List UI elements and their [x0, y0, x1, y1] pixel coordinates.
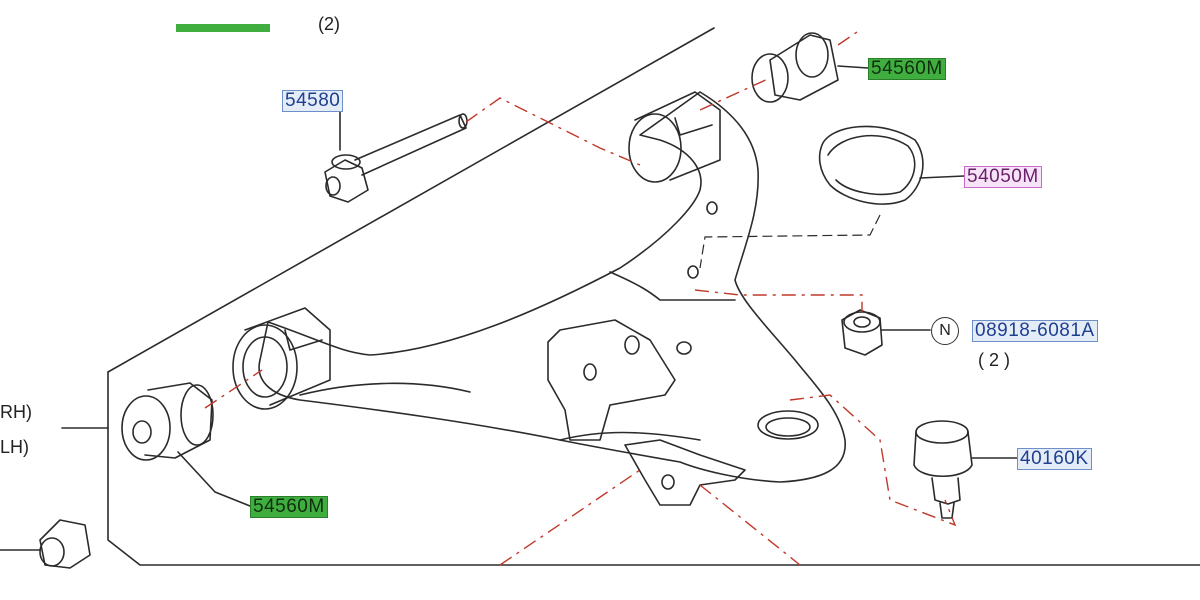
cap-body: [818, 125, 924, 205]
dash-bushing-top-right: [837, 29, 861, 46]
bolt-flange: [331, 154, 361, 170]
callout-54560m-top[interactable]: 54560M: [868, 58, 946, 80]
ball-joint-body: [913, 431, 973, 477]
callout-08918-6081a[interactable]: 08918-6081A: [972, 320, 1098, 342]
arm-bushing-rear: [628, 113, 682, 183]
n-marker-icon: N: [931, 317, 959, 345]
dash-ball-joint: [789, 394, 957, 527]
partial-part-bottom-left: [39, 519, 91, 569]
bushing-left-body: [144, 382, 213, 459]
arm-ridge-upper: [609, 271, 736, 301]
arm-inner-ridge: [299, 382, 701, 441]
arm-hole-mid: [687, 265, 699, 279]
nut-hole: [853, 316, 871, 328]
nut-top: [843, 311, 881, 333]
callout-54050m[interactable]: 54050M: [964, 166, 1042, 188]
bushing-top-body: [769, 34, 839, 101]
label-fragment-top: [176, 24, 270, 32]
control-arm-body: [258, 91, 846, 483]
callout-40160k[interactable]: 40160K: [1017, 448, 1092, 470]
arm-bushing-rear-slot: [674, 117, 713, 136]
dash-lower-2: [699, 484, 801, 566]
dash-bushing-left: [204, 369, 263, 409]
cap-rim: [827, 134, 916, 196]
dash-cap-to-arm: [699, 214, 881, 269]
bracket-hole-2: [583, 363, 597, 381]
clevis-hole: [661, 474, 675, 490]
bolt-shank: [354, 114, 467, 176]
bracket-hole-1: [624, 335, 640, 355]
bushing-top-rim: [795, 32, 829, 78]
dash-lower-1: [499, 469, 641, 566]
ball-joint-cap: [915, 420, 969, 444]
dash-nut: [694, 289, 863, 312]
bolt-head-face: [325, 176, 341, 196]
leader-bushing-left: [177, 451, 251, 507]
leader-cap: [919, 175, 965, 179]
bushing-top-face: [751, 53, 789, 103]
lower-clevis: [624, 439, 746, 506]
side-label-lh: LH): [0, 437, 30, 457]
frame-diagonal: [107, 27, 715, 373]
bushing-left-face: [121, 395, 171, 461]
ball-joint-boss: [757, 410, 819, 440]
ball-joint-pin: [939, 502, 955, 519]
leader-bushing-top: [837, 65, 869, 69]
bolt-head: [324, 159, 369, 203]
nut-body: [841, 309, 883, 356]
partial-part-face: [39, 537, 65, 567]
nut-quantity: ( 2 ): [978, 350, 1011, 370]
callout-54560m-left[interactable]: 54560M: [250, 496, 328, 518]
bushing-left-rim: [180, 384, 214, 446]
arm-bushing-front: [232, 324, 298, 410]
arm-bushing-front-inner: [242, 336, 288, 398]
arm-bushing-front-shell: [244, 307, 331, 406]
center-bracket: [547, 319, 676, 441]
arm-bushing-front-slot: [284, 329, 323, 351]
label-fragment-qty: (2): [318, 14, 340, 34]
side-label-rh: RH): [0, 402, 32, 422]
ball-joint-stud: [931, 477, 961, 505]
arm-hole-small: [676, 341, 692, 355]
ball-joint-boss-inner: [765, 417, 811, 437]
callout-54580[interactable]: 54580: [282, 90, 344, 112]
frame-border: [107, 371, 1200, 566]
arm-hole-top: [706, 201, 718, 215]
arm-bushing-rear-shell: [634, 91, 721, 181]
dash-bushing-top: [699, 77, 771, 111]
bushing-left-hole: [132, 420, 152, 444]
dash-bolt-to-arm: [465, 97, 641, 166]
